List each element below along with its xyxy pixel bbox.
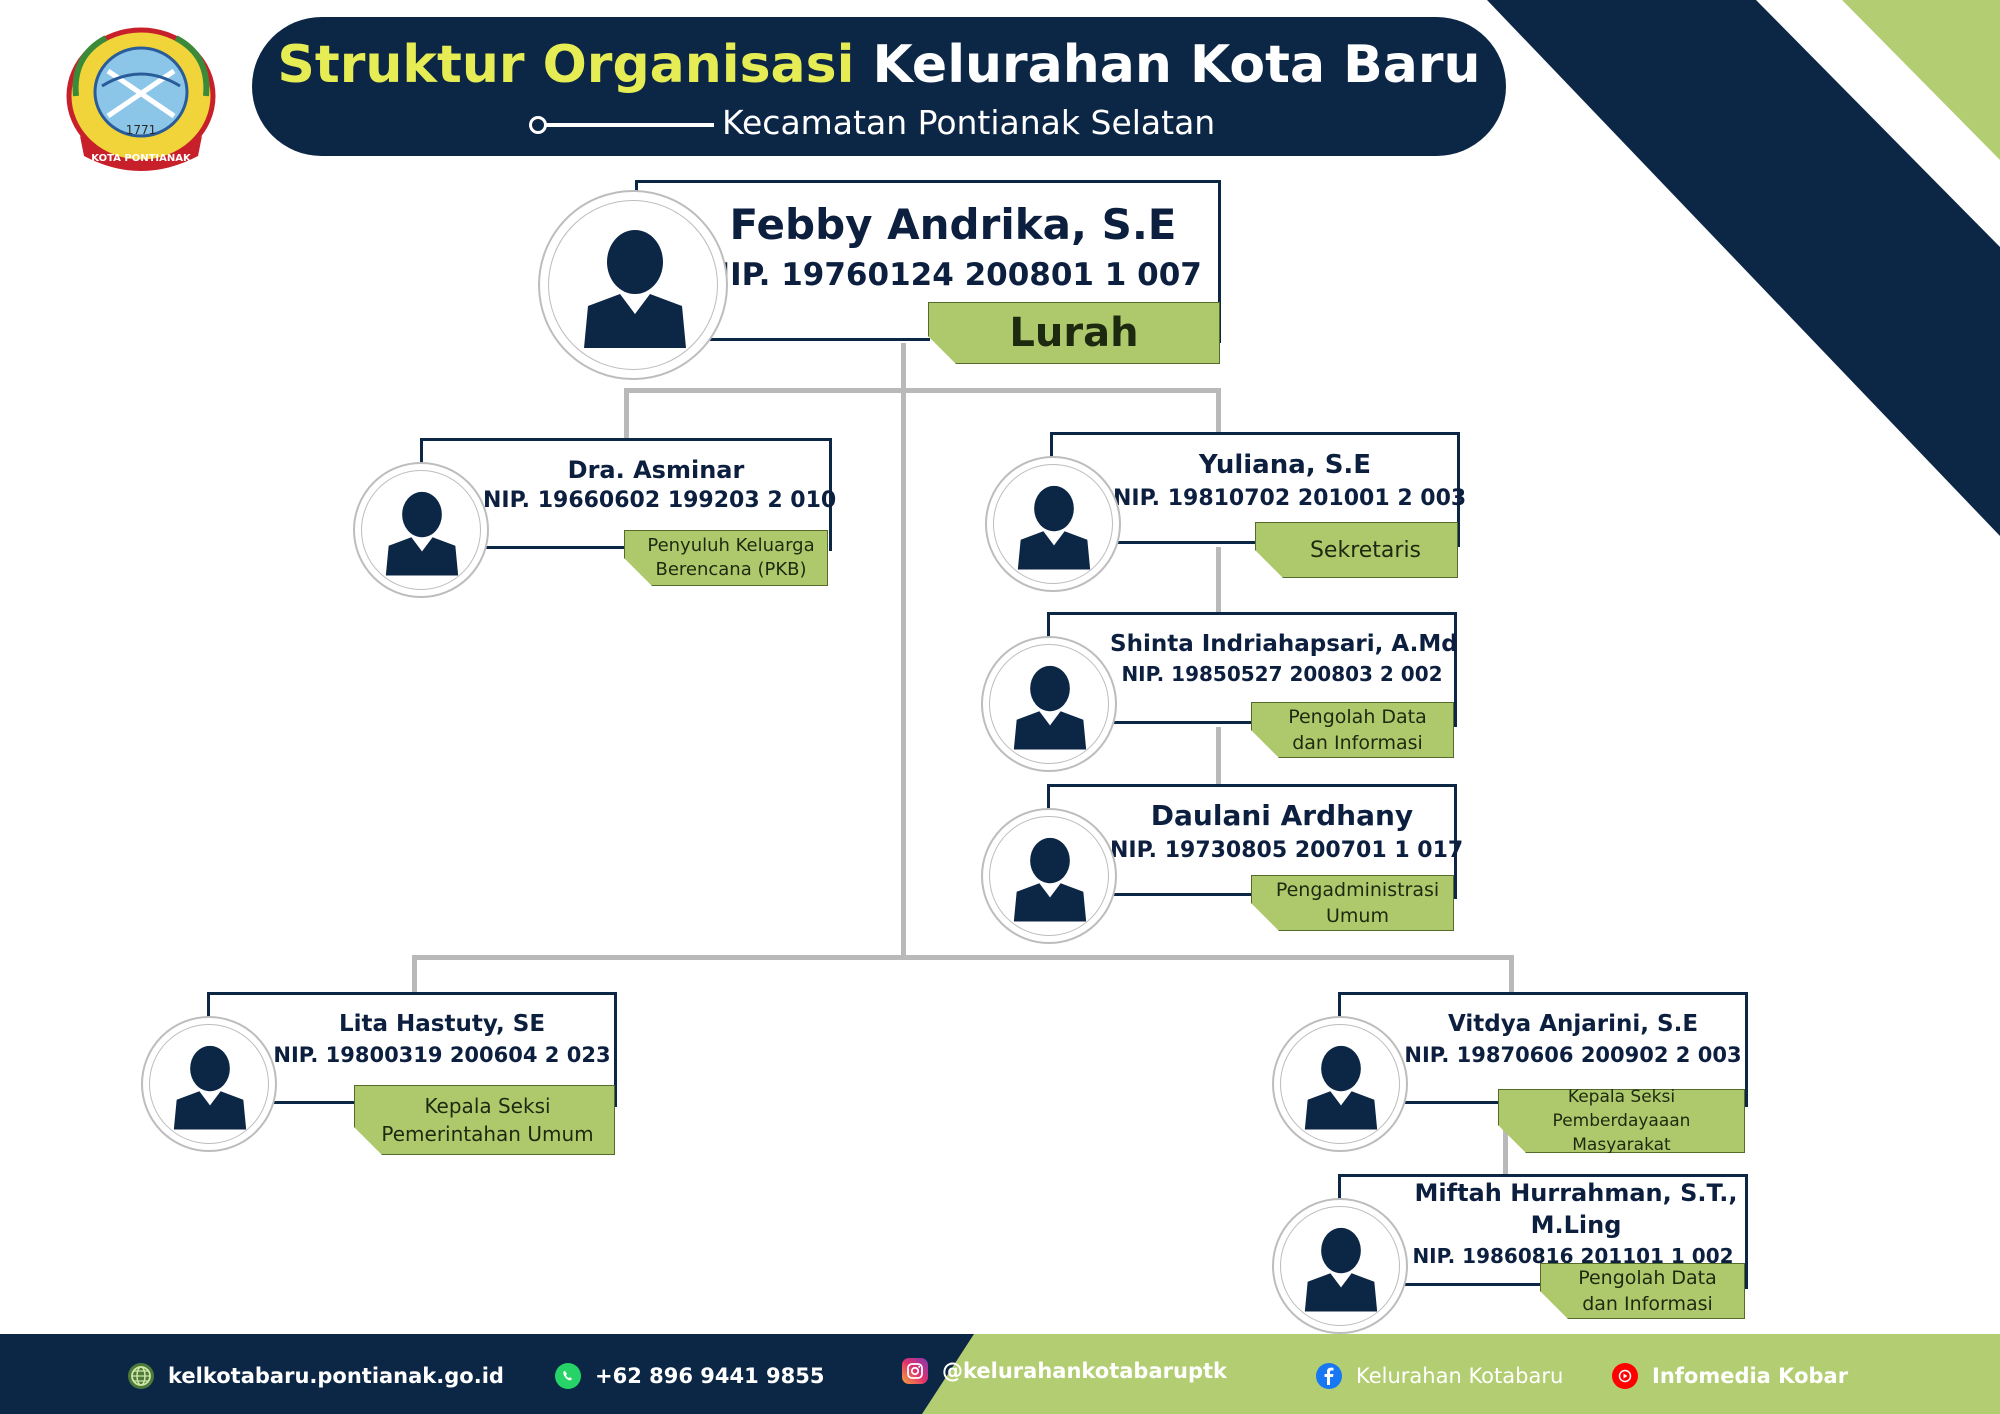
role-badge-pengolah-data-1: Pengolah Data dan Informasi — [1251, 702, 1454, 758]
person-icon — [1304, 1045, 1378, 1130]
footer-youtube[interactable]: Infomedia Kobar — [1612, 1361, 1848, 1391]
facebook-icon — [1316, 1363, 1342, 1389]
card-underline — [1400, 1283, 1550, 1286]
person-icon — [1017, 485, 1091, 570]
person-nip: NIP. 19850527 200803 2 002 — [1121, 662, 1443, 686]
svg-text:KOTA PONTIANAK: KOTA PONTIANAK — [91, 153, 192, 164]
role-badge-sekretaris: Sekretaris — [1255, 522, 1458, 578]
avatar — [985, 456, 1121, 592]
person-nip: NIP. 19810702 201001 2 003 — [1113, 486, 1467, 511]
page-title: Struktur Organisasi Kelurahan Kota Baru — [252, 33, 1506, 97]
instagram-icon — [902, 1358, 928, 1384]
role-badge-kasi-pemberdayaan: Kepala Seksi Pemberdayaaan Masyarakat — [1498, 1089, 1745, 1153]
connector-bottom-bar — [412, 955, 1514, 960]
svg-text:1771: 1771 — [126, 123, 157, 137]
connector-pemberdayaan-chain — [1503, 1128, 1508, 1176]
person-nip: NIP. 19870606 200902 2 003 — [1404, 1043, 1742, 1067]
person-icon — [584, 230, 686, 348]
role-badge-pkb: Penyuluh Keluarga Berencana (PKB) — [624, 530, 828, 586]
footer-accent — [922, 1334, 2000, 1414]
avatar — [981, 636, 1117, 772]
person-name: Vitdya Anjarini, S.E — [1447, 1011, 1699, 1037]
person-name: Lita Hastuty, SE — [338, 1011, 546, 1037]
kota-pontianak-logo: 1771 KOTA PONTIANAK — [66, 27, 216, 171]
avatar — [353, 462, 489, 598]
title-part-2: Kelurahan Kota Baru — [872, 35, 1481, 95]
connector-to-sekretaris — [1216, 388, 1221, 434]
title-part-1: Struktur Organisasi — [277, 35, 855, 95]
person-icon — [1013, 837, 1087, 922]
footer-website[interactable]: kelkotabaru.pontianak.go.id — [128, 1361, 504, 1391]
person-nip: NIP. 19730805 200701 1 017 — [1110, 838, 1464, 863]
person-name: Daulani Ardhany — [1150, 799, 1414, 832]
footer-facebook-text: Kelurahan Kotabaru — [1356, 1364, 1564, 1388]
person-nip: NIP. 19660602 199203 2 010 — [483, 488, 837, 513]
card-underline — [270, 1101, 420, 1104]
person-icon — [173, 1045, 247, 1130]
footer-instagram-text: @kelurahankotabaruptk — [942, 1359, 1227, 1383]
card-underline — [1400, 1101, 1550, 1104]
subtitle-line — [544, 123, 714, 127]
person-name: Shinta Indriahapsari, A.Md — [1110, 631, 1458, 657]
card-underline — [1110, 721, 1260, 724]
connector-to-kasi-pemerintahan — [412, 955, 417, 995]
footer-phone[interactable]: +62 896 9441 9855 — [555, 1361, 824, 1391]
avatar — [141, 1016, 277, 1152]
person-icon — [385, 491, 459, 576]
avatar — [1272, 1016, 1408, 1152]
avatar — [981, 808, 1117, 944]
person-nip: NIP. 19800319 200604 2 023 — [273, 1043, 611, 1067]
role-badge-kasi-pemerintahan: Kepala Seksi Pemerintahan Umum — [354, 1085, 615, 1155]
page-subtitle: Kecamatan Pontianak Selatan — [722, 103, 1216, 142]
footer-phone-text: +62 896 9441 9855 — [595, 1364, 825, 1388]
person-icon — [1304, 1227, 1378, 1312]
footer-facebook[interactable]: Kelurahan Kotabaru — [1316, 1361, 1563, 1391]
card-underline — [1110, 541, 1260, 544]
connector-to-pkb — [624, 388, 629, 440]
person-name: Dra. Asminar — [567, 456, 745, 484]
connector-top-bar — [624, 388, 1221, 393]
footer-website-text: kelkotabaru.pontianak.go.id — [168, 1364, 504, 1388]
title-banner: Struktur Organisasi Kelurahan Kota Baru … — [252, 17, 1506, 156]
footer-youtube-text: Infomedia Kobar — [1652, 1364, 1849, 1388]
person-icon — [1013, 665, 1087, 750]
youtube-icon — [1612, 1363, 1638, 1389]
avatar — [1272, 1198, 1408, 1334]
avatar — [538, 190, 728, 380]
card-underline — [1110, 893, 1260, 896]
whatsapp-icon — [555, 1363, 581, 1389]
card-underline — [480, 546, 630, 549]
person-name: Miftah Hurrahman, S.T., M.Ling — [1414, 1179, 1738, 1239]
role-badge-lurah: Lurah — [928, 302, 1220, 364]
role-badge-pengadministrasi: Pengadministrasi Umum — [1251, 875, 1454, 931]
connector-trunk — [901, 338, 906, 955]
person-name: Febby Andrika, S.E — [729, 200, 1177, 249]
person-nip: NIP. 19760124 200801 1 007 — [704, 257, 1202, 293]
globe-icon — [128, 1363, 154, 1389]
role-badge-pengolah-data-2: Pengolah Data dan Informasi — [1540, 1263, 1745, 1319]
person-name: Yuliana, S.E — [1198, 450, 1372, 480]
footer-instagram[interactable]: @kelurahankotabaruptk — [902, 1356, 1227, 1386]
connector-to-kasi-pemberdayaan — [1509, 955, 1514, 995]
card-underline — [700, 338, 930, 341]
